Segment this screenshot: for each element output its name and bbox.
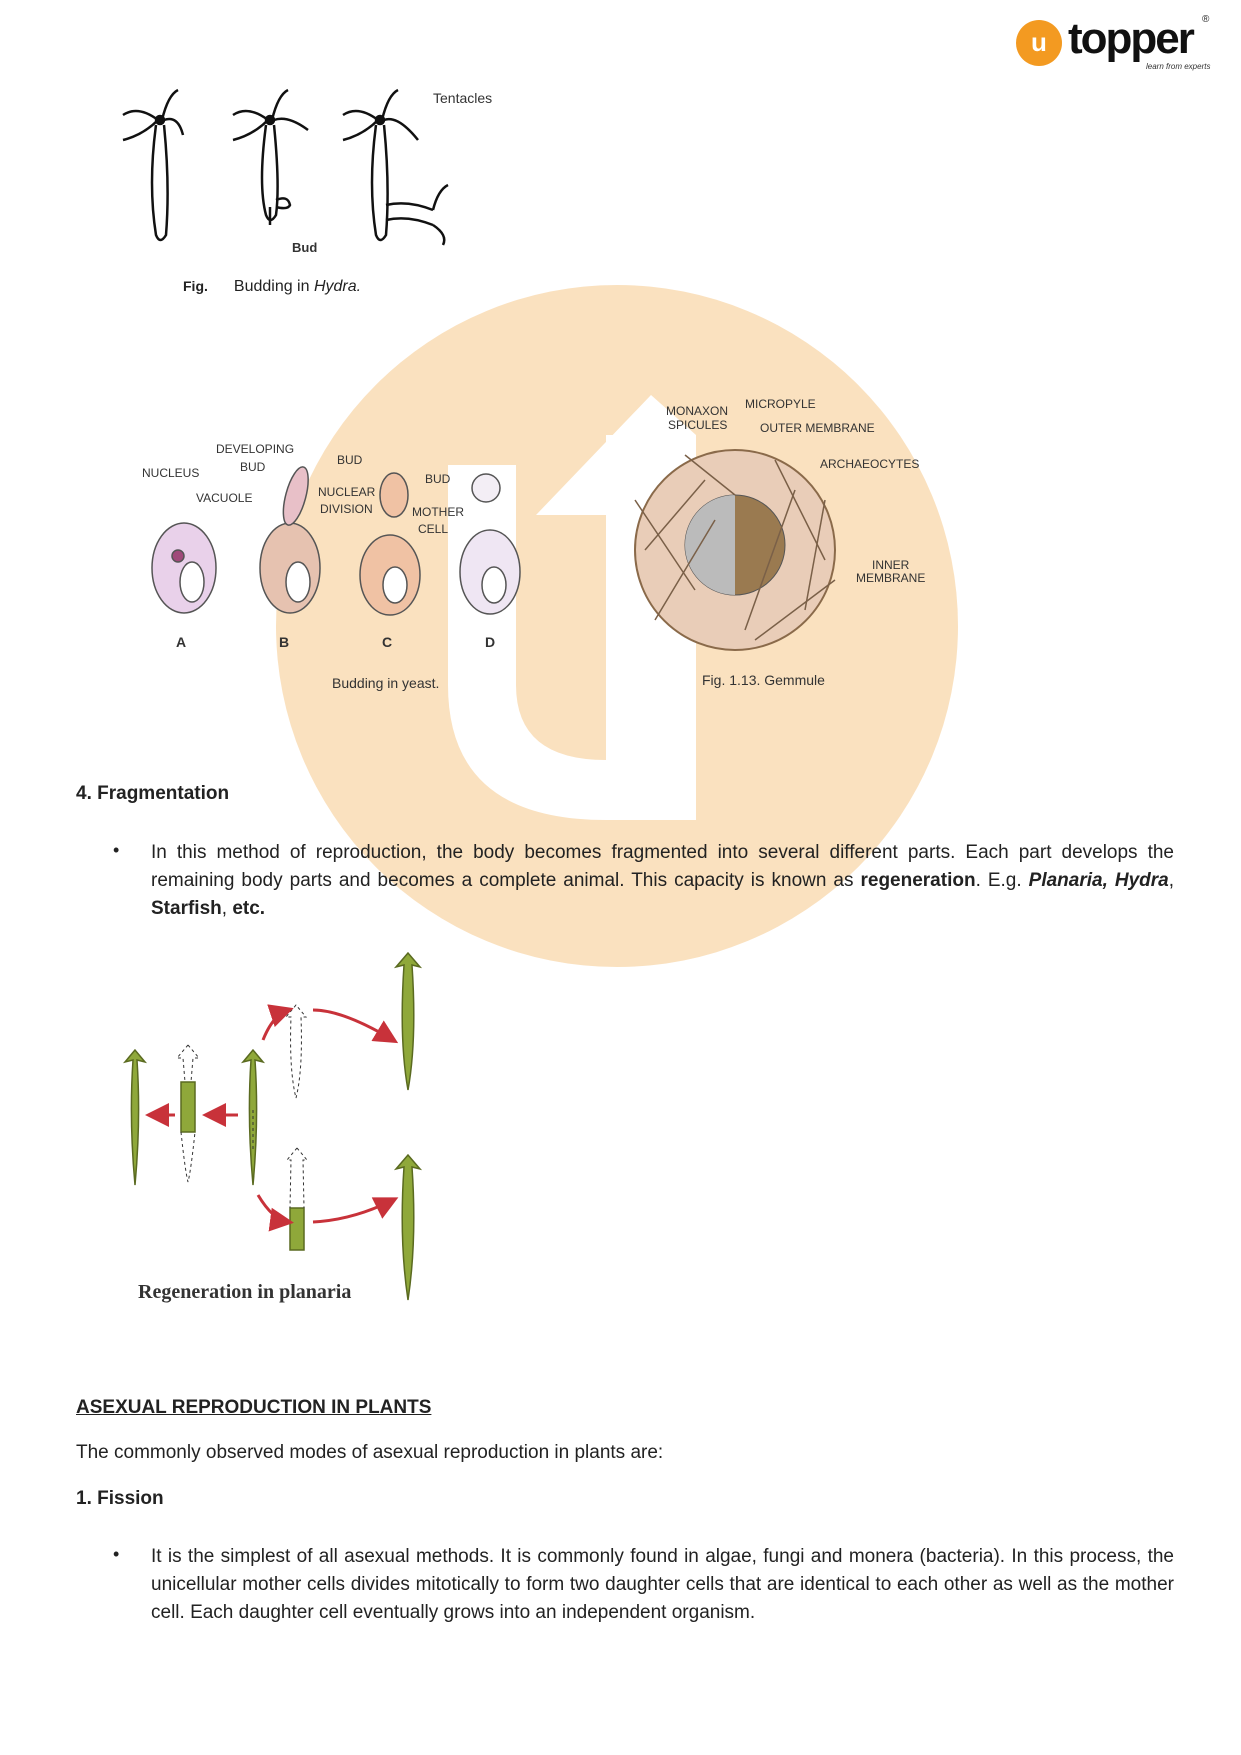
label-spicules: SPICULES [668,418,728,432]
yeast-caption: Budding in yeast. [332,675,440,691]
logo-registered: ® [1202,14,1210,25]
label-tentacles: Tentacles [433,90,493,106]
fission-paragraph: It is the simplest of all asexual method… [151,1546,1174,1623]
label-inner: INNER [872,558,910,572]
hydra-3 [342,88,449,246]
label-cell: CELL [418,522,449,536]
hydra-budding-illustration [122,88,449,246]
fragmentation-heading: 4. Fragmentation [76,783,230,804]
label-developing: DEVELOPING [216,442,295,456]
label-vacuole: VACUOLE [196,491,253,505]
stage-b: B [279,634,290,650]
caption-text: Budding in [233,278,314,295]
stage-a: A [176,634,187,650]
hydra-caption: Fig. Budding in Hydra. [183,278,361,296]
label-outer-membrane: OUTER MEMBRANE [760,421,875,435]
text: , [1168,870,1174,891]
label-bud-2: BUD [337,453,363,467]
label-nucleus: NUCLEUS [142,466,200,480]
planaria-regeneration-illustration [122,951,423,1301]
label-bud-1: BUD [240,460,266,474]
plants-heading: ASEXUAL REPRODUCTION IN PLANTS [76,1397,432,1418]
text: , [221,898,233,919]
logo-tagline: learn from experts [1146,62,1211,71]
label-bud: Bud [292,240,318,255]
caption-italic: Hydra. [313,278,362,295]
bullet-icon: • [113,840,120,860]
text: In this method of reproduction, the body… [151,842,1174,891]
gemmule-illustration [634,449,836,651]
stage-d: D [485,634,496,650]
etc: etc. [232,898,266,919]
term-regeneration: regeneration [860,870,976,891]
label-membrane: MEMBRANE [856,571,926,585]
yeast-budding-illustration [151,466,521,616]
planaria-caption: Regeneration in planaria [138,1281,352,1303]
label-nuclear: NUCLEAR [318,485,376,499]
fission-heading: 1. Fission [76,1488,164,1509]
label-mother: MOTHER [412,505,464,519]
label-division: DIVISION [320,502,373,516]
text: . E.g. [975,870,1029,891]
label-archaeocytes: ARCHAEOCYTES [820,457,920,471]
hydra-1 [122,88,185,242]
topper-logo: u topper learn from experts ® [1016,14,1216,74]
logo-mark-icon: u [1016,20,1062,66]
fragmentation-paragraph: In this method of reproduction, the body… [151,839,1174,923]
example-organisms: Planaria, Hydra [1028,870,1169,891]
label-micropyle: MICROPYLE [745,397,816,411]
plants-intro: The commonly observed modes of asexual r… [76,1442,664,1463]
hydra-2 [232,88,309,225]
example-starfish: Starfish [151,898,222,919]
caption-prefix: Fig. [183,278,208,294]
stage-c: C [382,634,393,650]
label-bud-3: BUD [425,472,451,486]
logo-brand: topper [1068,14,1195,63]
gemmule-caption: Fig. 1.13. Gemmule [702,672,825,688]
bullet-icon: • [113,1544,120,1564]
label-monaxon: MONAXON [666,404,729,418]
